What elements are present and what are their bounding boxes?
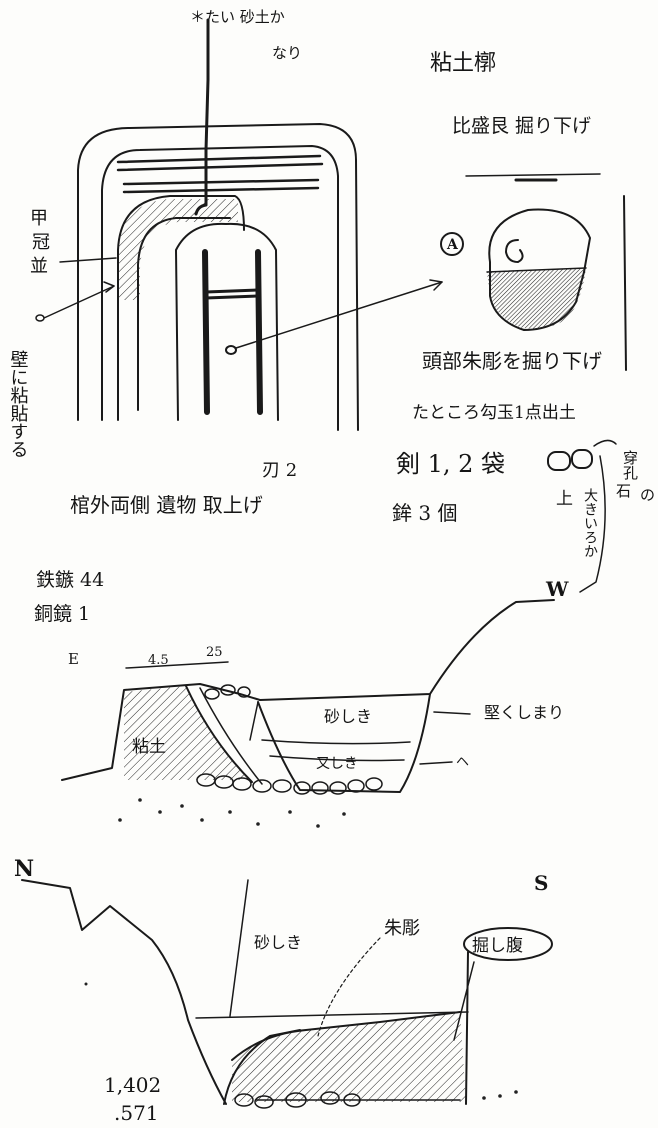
east-label: E — [68, 650, 79, 668]
vermilion-label: 朱彫 — [384, 918, 420, 939]
side-note-5: 大きいろか — [582, 488, 598, 558]
left-label-3: 並 — [30, 256, 48, 277]
side-note-4: 石 — [616, 482, 631, 500]
dim-45: 4.5 — [148, 653, 169, 668]
south-label: S — [534, 871, 548, 895]
top-right-title: 粘土槨 — [430, 51, 496, 76]
head-note-1: 頭部朱彫を掘り下げ — [422, 349, 602, 373]
clay-label: 粘土 — [132, 737, 166, 757]
sand-upper: 砂しき — [324, 707, 372, 726]
side-note-2: 穿孔 — [621, 450, 639, 481]
ken-count: 剣 1, 2 袋 — [396, 450, 505, 478]
sword-note: 刃 2 — [262, 460, 297, 481]
ns-section-sketch — [21, 879, 553, 1109]
iron-note: 鉄鏃 44 — [36, 569, 104, 591]
right-note-2: ヘ — [456, 755, 469, 770]
top-note-1: ＊たい 砂土か — [190, 8, 285, 26]
left-vertical-note: 壁に粘貼する — [8, 350, 29, 458]
north-label: N — [14, 856, 34, 882]
ew-section-sketch — [61, 599, 555, 828]
dim-25: 25 — [206, 645, 223, 660]
right-note-1: 堅くしまり — [484, 703, 564, 722]
measurement-1: 1,402 — [104, 1073, 161, 1097]
bead-sketch — [547, 439, 617, 593]
side-note-1: 上 — [556, 489, 573, 509]
side-note-3: の — [640, 486, 655, 504]
burial-plan-sketch — [35, 18, 443, 431]
bronze-note: 銅鏡 1 — [34, 603, 90, 625]
coffin-note: 棺外両側 遺物 取上げ — [70, 493, 263, 517]
measurement-2: .571 — [114, 1101, 159, 1125]
sand-label: 砂しき — [254, 933, 302, 952]
left-label-1: 甲 — [30, 208, 48, 229]
left-label-2: 冠 — [32, 232, 50, 253]
head-note-2: たところ勾玉1点出土 — [412, 403, 576, 423]
top-right-sub: 比盛艮 掘り下げ — [452, 115, 591, 137]
hollow-label: 掘し腹 — [472, 936, 523, 956]
dagger-note: 鉾 3 個 — [392, 501, 457, 525]
top-note-2: なり — [272, 44, 302, 62]
marker-a: A — [446, 237, 459, 253]
head-detail-sketch — [440, 173, 627, 371]
sand-lower: 又しき — [316, 756, 358, 772]
west-label: W — [545, 577, 569, 601]
